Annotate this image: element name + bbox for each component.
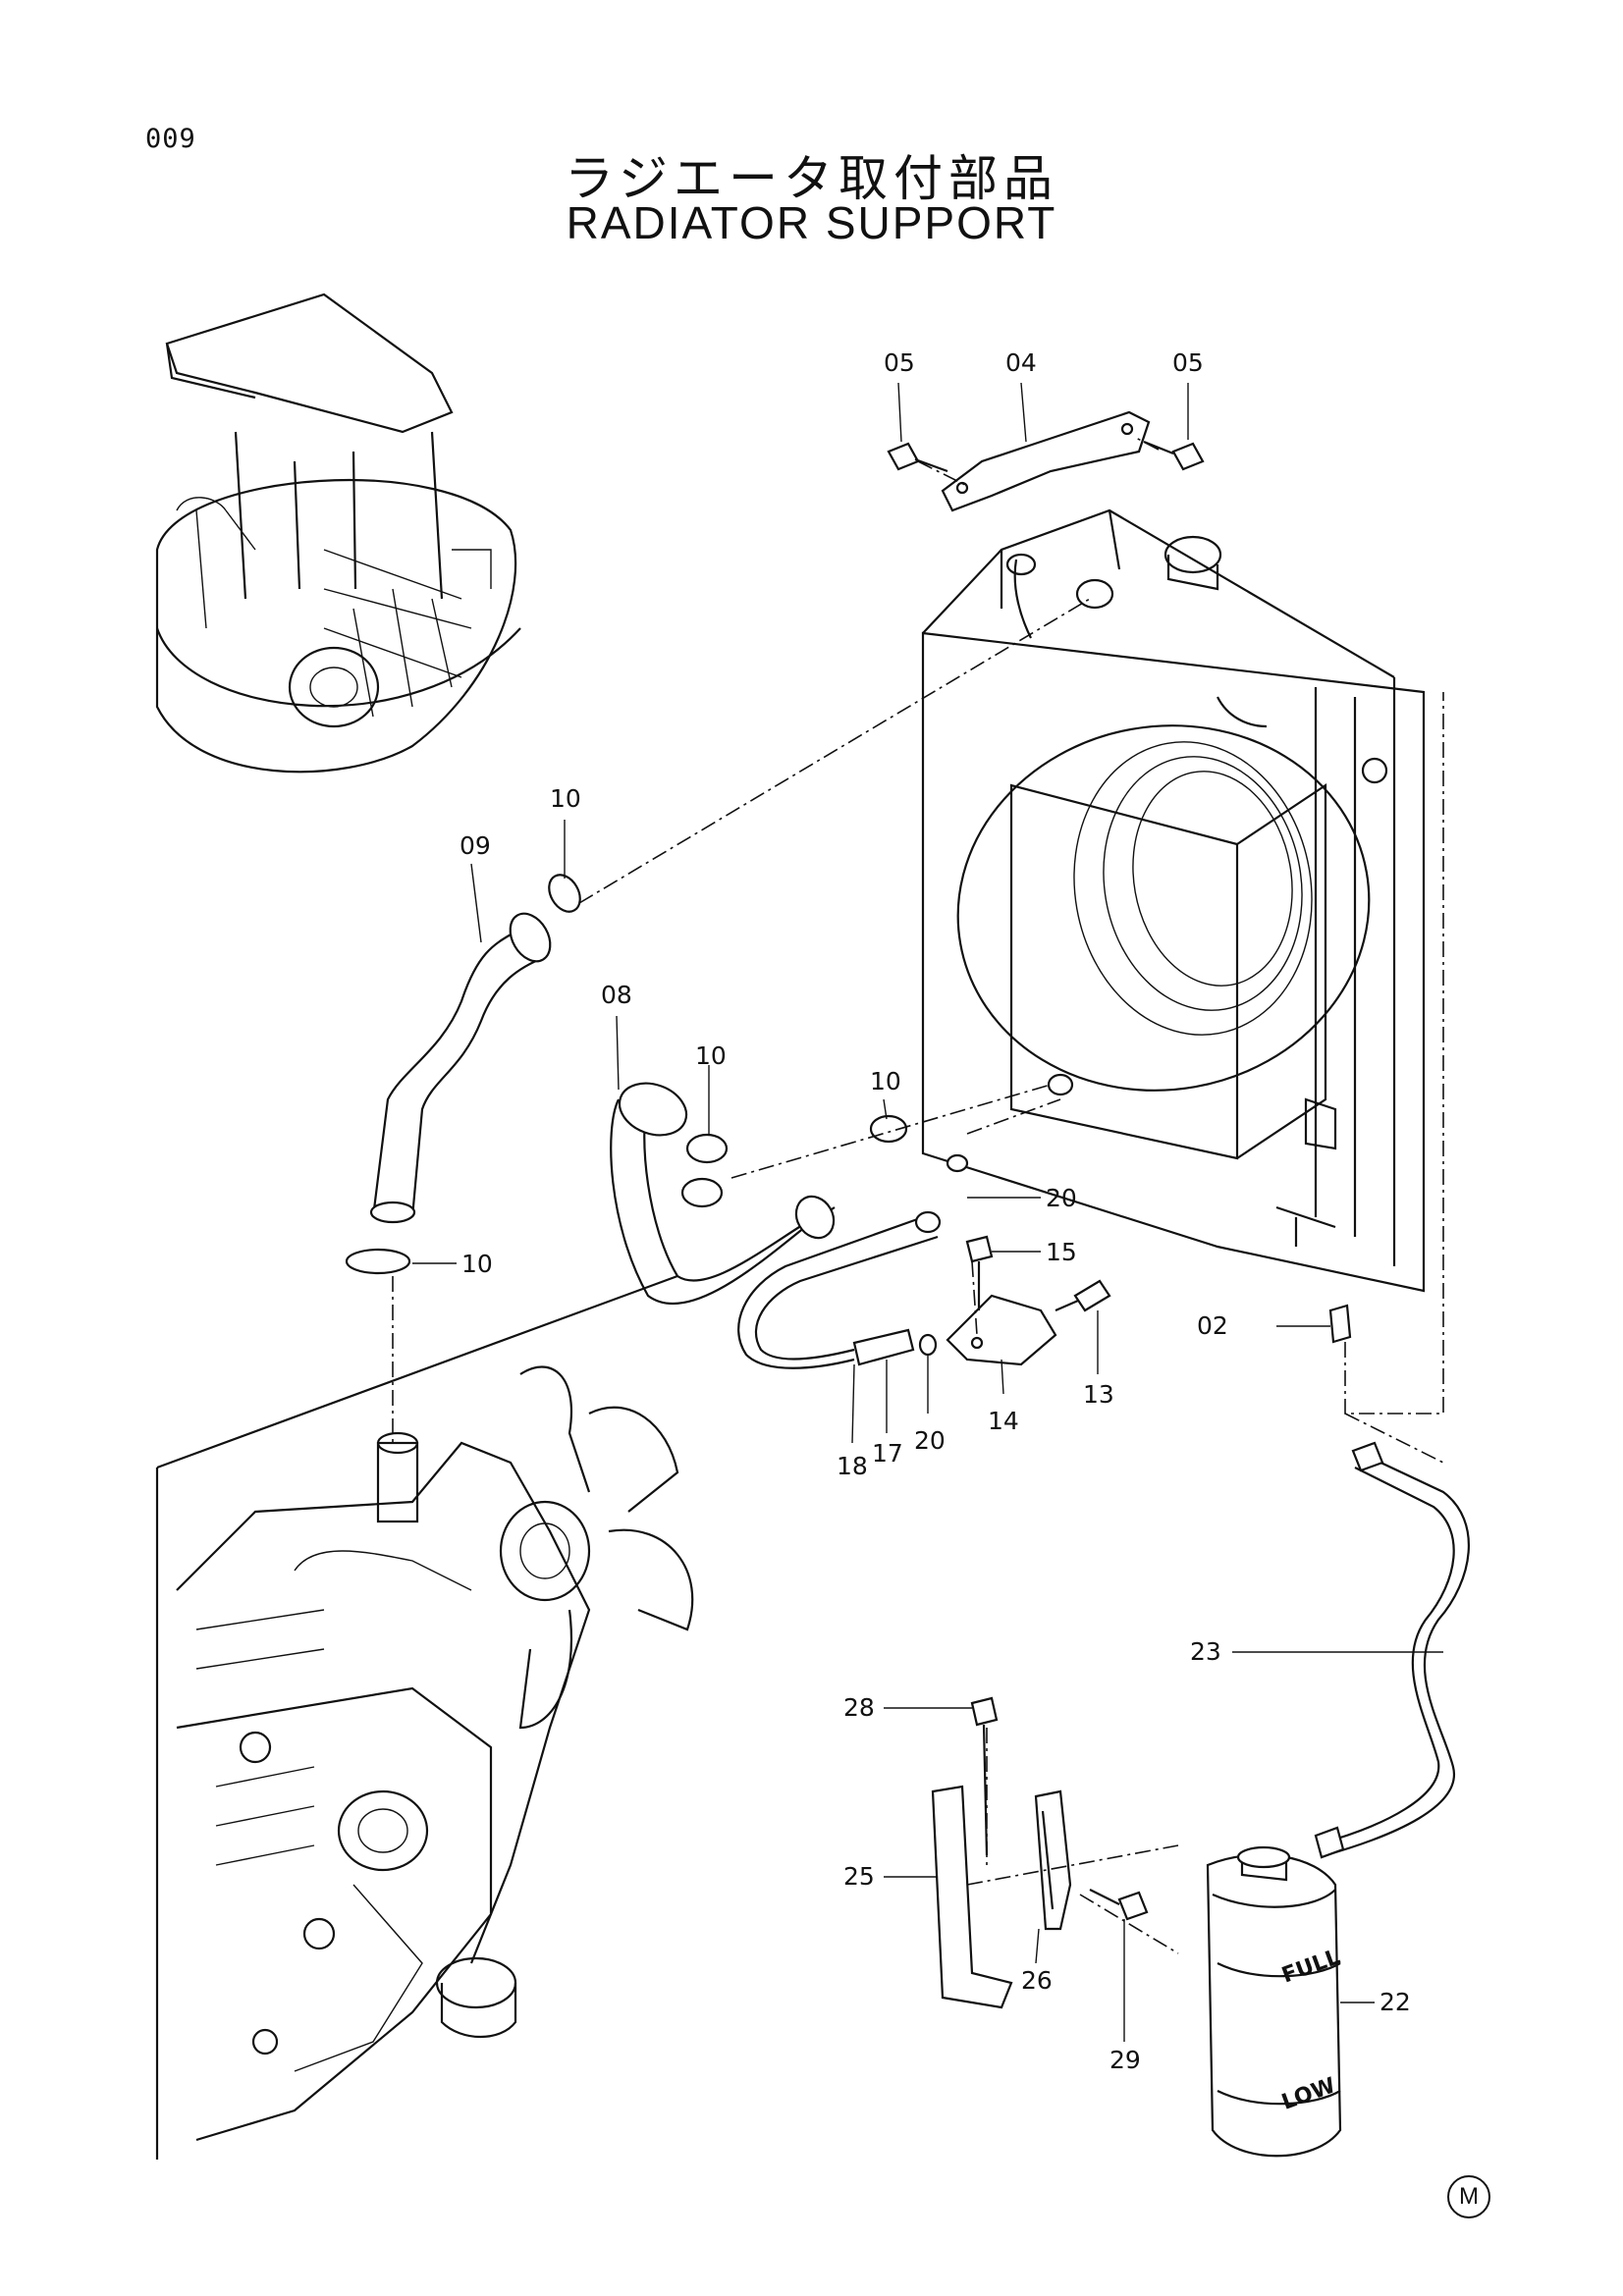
callout-02: 02 xyxy=(1197,1311,1228,1340)
callout-22: 22 xyxy=(1380,1988,1411,2016)
lower-hose-08 xyxy=(610,1082,836,1306)
radiator-assembly xyxy=(921,508,1426,1293)
callout-04: 04 xyxy=(1005,348,1037,377)
callout-05-right: 05 xyxy=(1172,348,1204,377)
callout-13: 13 xyxy=(1083,1380,1114,1409)
callout-09: 09 xyxy=(460,831,491,860)
excavator-overview xyxy=(155,293,521,774)
callout-20-lower: 20 xyxy=(914,1426,946,1455)
callout-28: 28 xyxy=(843,1693,875,1722)
callout-05-left: 05 xyxy=(884,348,915,377)
callout-08: 08 xyxy=(601,981,632,1009)
callout-26: 26 xyxy=(1021,1966,1053,1995)
callout-14: 14 xyxy=(988,1407,1019,1435)
callout-23: 23 xyxy=(1190,1637,1221,1666)
callout-17: 17 xyxy=(872,1439,903,1468)
bracket-14-bolt-15-cock-13 xyxy=(946,1235,1111,1366)
overflow-hose-17-18 xyxy=(737,1153,969,1369)
tank-bracket-25-26 xyxy=(931,1696,1149,2009)
callout-25: 25 xyxy=(843,1862,875,1891)
radiator-stay-and-bolts xyxy=(887,410,1205,512)
reserve-tank-hose-23 xyxy=(1314,1441,1470,1859)
callout-10-lower-hose: 10 xyxy=(695,1041,727,1070)
drain-plug-02 xyxy=(1328,1304,1352,1344)
callout-10-engine: 10 xyxy=(461,1250,493,1278)
revision-mark: M xyxy=(1447,2175,1490,2218)
callout-29: 29 xyxy=(1109,2046,1141,2074)
callout-10-upper-hose: 10 xyxy=(550,784,581,813)
title-japanese: ラジエータ取付部品 xyxy=(565,150,1058,207)
assembly-reference-lines xyxy=(392,436,1444,1954)
title-english: RADIATOR SUPPORT xyxy=(566,197,1057,248)
engine-assembly xyxy=(155,1274,694,2160)
leader-lines xyxy=(412,382,1443,2042)
page-code: 009 xyxy=(145,124,196,154)
upper-hose-09 xyxy=(369,912,552,1224)
reserve-tank-22 xyxy=(1206,1845,1342,2158)
callout-18: 18 xyxy=(837,1452,868,1480)
callout-15: 15 xyxy=(1046,1238,1077,1266)
callout-10-radiator-outlet: 10 xyxy=(870,1067,901,1095)
callout-20-upper: 20 xyxy=(1046,1184,1077,1212)
